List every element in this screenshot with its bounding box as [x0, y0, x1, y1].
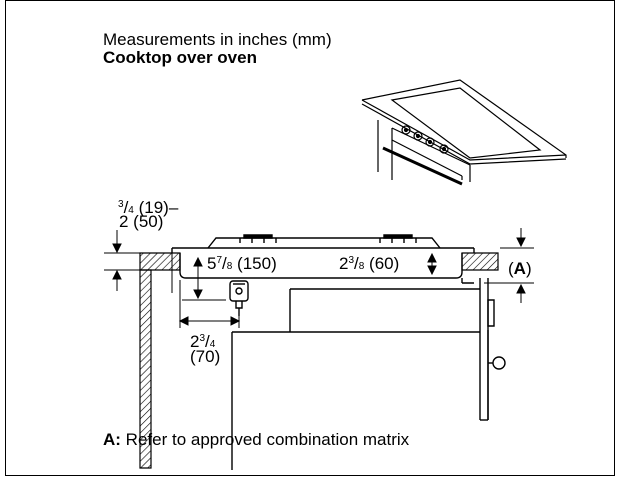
footnote-key: A: [103, 430, 121, 449]
cabinet-wall-left [140, 270, 151, 468]
dim-countertop-thickness-line1: 3/4 (19)– [118, 198, 179, 217]
countertop-right [462, 253, 498, 270]
cooktop-cross-section [172, 235, 474, 278]
measurement-units-note: Measurements in inches (mm) [103, 30, 332, 49]
dim-connector-offset-line1: 23/4 [190, 332, 216, 351]
oven-cross-section [232, 278, 505, 470]
figure-title: Cooktop over oven [103, 48, 257, 67]
footnote-a: A: Refer to approved combination matrix [103, 431, 409, 449]
dim-countertop-thickness-line2: 2 (50) [119, 212, 164, 231]
dim-connector-offset-line2: (70) [190, 347, 221, 366]
dimension-lines [104, 228, 534, 328]
countertop-left [140, 253, 180, 270]
gas-connector [230, 281, 248, 316]
dim-cooktop-depth-150: 57/8 (150) [207, 254, 277, 273]
dim-cooktop-depth-60: 23/8 (60) [339, 254, 400, 273]
footnote-text: Refer to approved combination matrix [120, 430, 410, 449]
dim-marker-a: (A) [508, 259, 532, 278]
perspective-sketch [362, 80, 566, 184]
